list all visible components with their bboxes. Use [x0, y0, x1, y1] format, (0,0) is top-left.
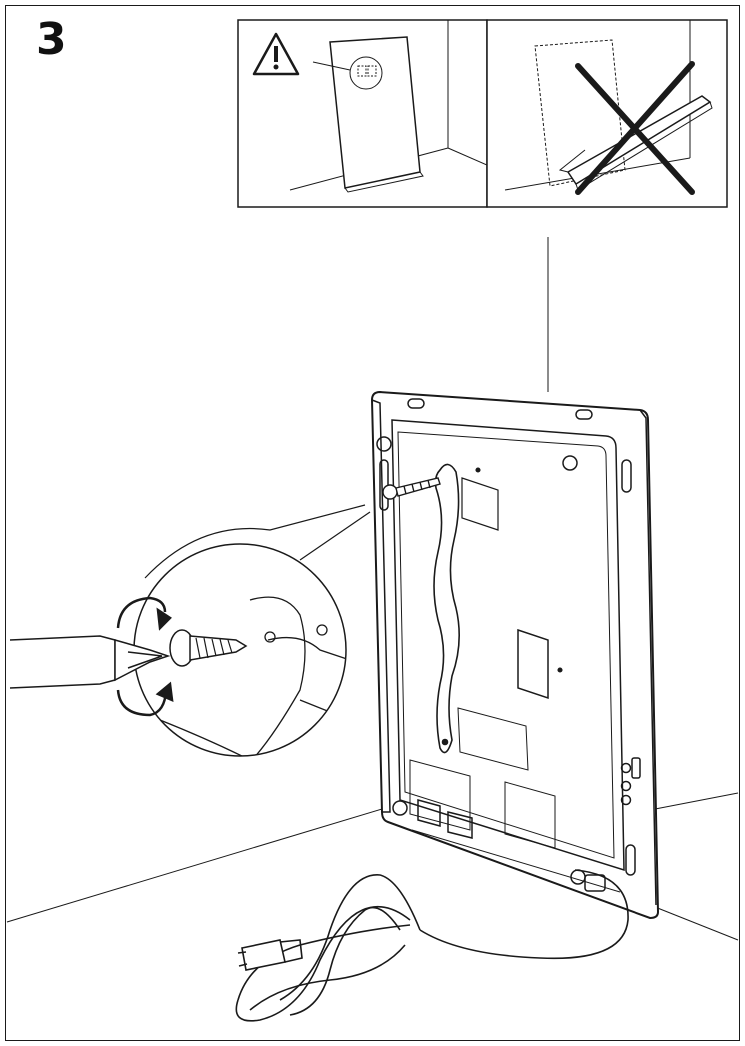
wavy-mount-arm	[433, 463, 460, 754]
page-border	[5, 5, 740, 1041]
zoom-callout-leader	[144, 504, 371, 579]
warning-triangle-icon	[252, 32, 300, 76]
rotate-clockwise-icon	[116, 596, 174, 717]
cross-mark-icon	[575, 61, 695, 195]
step-number: 3	[36, 14, 67, 65]
zoom-detail	[9, 543, 347, 757]
wall-mount-bracket	[370, 390, 660, 920]
room-corner	[6, 237, 739, 941]
inset-panel-correct	[237, 19, 488, 208]
zoomed-screw	[169, 629, 248, 667]
screw-icon	[382, 477, 441, 500]
power-cable	[235, 869, 629, 1022]
screwdriver-icon	[9, 635, 171, 689]
inset-panel-incorrect	[486, 19, 728, 208]
